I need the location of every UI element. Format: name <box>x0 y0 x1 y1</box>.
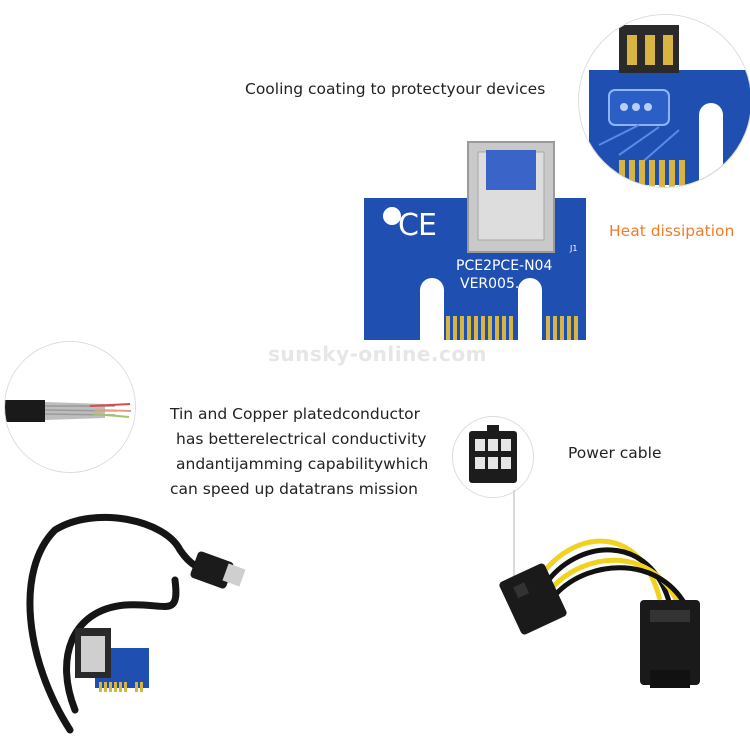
watermark: sunsky-online.com <box>268 342 487 366</box>
conductor-caption-line-1: Tin and Copper platedconductor <box>170 405 420 423</box>
conductor-caption-line-4: can speed up datatrans mission <box>170 480 418 498</box>
heat-caption: Heat dissipation <box>609 222 735 240</box>
conductor-caption-line-3: andantijamming capabilitywhich <box>176 455 429 473</box>
board-closeup-circle <box>578 14 750 188</box>
power-cable-image <box>490 490 715 730</box>
power-caption: Power cable <box>568 444 662 462</box>
version-label: VER005. <box>460 276 520 292</box>
cooling-caption: Cooling coating to protectyour devices <box>245 80 546 98</box>
usb-cable-image <box>15 510 245 740</box>
jumper-label: J1 <box>570 244 578 253</box>
connector-closeup-circle <box>452 416 534 498</box>
conductor-caption-line-2: has betterelectrical conductivity <box>176 430 427 448</box>
ce-mark: CE <box>398 208 437 243</box>
model-label: PCE2PCE-N04 <box>456 258 553 274</box>
riser-board-image: CE J1 PCE2PCE-N04 VER005. <box>364 140 586 345</box>
cable-closeup-circle <box>4 341 136 473</box>
